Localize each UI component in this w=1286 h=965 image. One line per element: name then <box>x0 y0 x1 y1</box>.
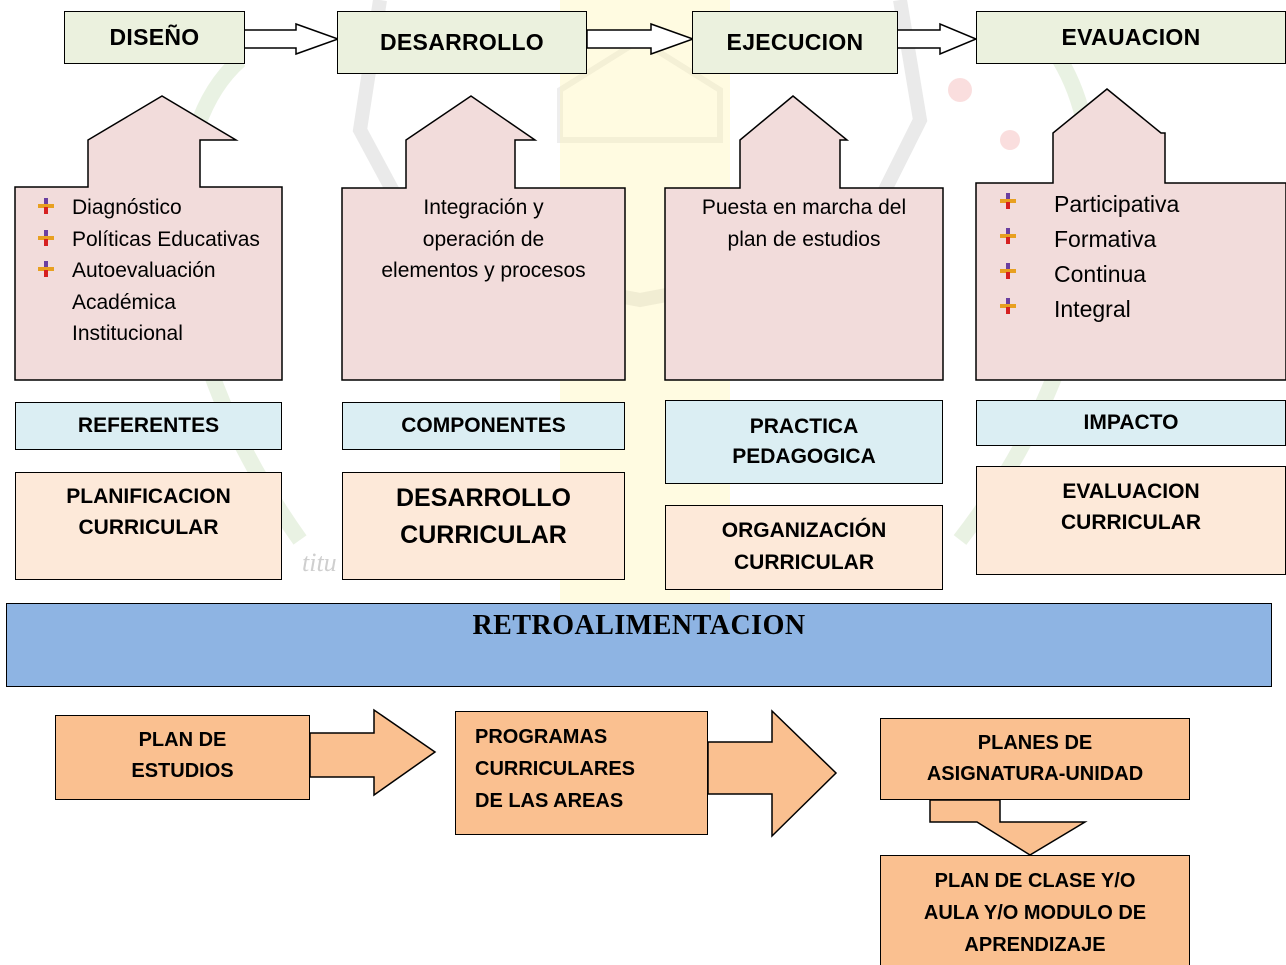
flow-programas-line: CURRICULARES <box>475 758 635 780</box>
stage-evaluacion: EVAUACION <box>976 11 1286 64</box>
flow-planes-line: ASIGNATURA-UNIDAD <box>926 763 1144 785</box>
label-referentes: REFERENTES <box>15 402 282 450</box>
evaluacion-item-label: Continua <box>1054 261 1147 287</box>
desarrollo-curricular: DESARROLLO CURRICULAR <box>342 472 625 580</box>
flow-planes-line: PLANES DE <box>977 732 1093 754</box>
diseno-item-label: Autoevaluación <box>72 259 216 282</box>
label-componentes-text: COMPONENTES <box>401 413 566 437</box>
retroalimentacion-title: RETROALIMENTACION <box>472 610 806 641</box>
evaluacion-item-label: Integral <box>1054 296 1131 322</box>
stage-diseno: DISEÑO <box>64 11 245 64</box>
arrow-ejecucion-evaluacion <box>896 22 978 56</box>
desarrollo-cur-line: DESARROLLO <box>396 484 571 512</box>
flow-planes-asignatura: PLANES DE ASIGNATURA-UNIDAD <box>880 718 1190 800</box>
ejecucion-desc-line: plan de estudios <box>727 227 881 251</box>
plus-bullet-icon <box>38 192 72 223</box>
flow-programas-line: DE LAS AREAS <box>475 790 624 812</box>
flow-plan-estudios-line: ESTUDIOS <box>131 760 234 782</box>
desarrollo-description: Integración y operación de elementos y p… <box>342 192 625 287</box>
stage-desarrollo-label: DESARROLLO <box>380 29 544 55</box>
flow-programas-line: PROGRAMAS <box>475 726 608 748</box>
flow-plan-clase: PLAN DE CLASE Y/O AULA Y/O MODULO DE APR… <box>880 855 1190 965</box>
planificacion-line: PLANIFICACION <box>66 485 231 508</box>
pentagon-desarrollo <box>341 95 626 381</box>
desarrollo-desc-line: elementos y procesos <box>381 259 586 282</box>
diseno-continuation-line: Institucional <box>72 322 183 345</box>
stage-ejecucion: EJECUCION <box>692 11 898 74</box>
pentagon-diseno <box>14 95 283 381</box>
planificacion-curricular: PLANIFICACION CURRICULAR <box>15 472 282 580</box>
evaluacion-cur-line: EVALUACION <box>1062 480 1200 503</box>
plus-bullet-icon <box>38 224 72 255</box>
plus-bullet-icon <box>1000 187 1054 218</box>
ejecucion-description: Puesta en marcha del plan de estudios <box>665 192 943 255</box>
list-item: Políticas Educativas <box>38 224 288 256</box>
desarrollo-desc-line: Integración y <box>423 196 544 219</box>
pentagon-evaluacion <box>975 88 1286 381</box>
plus-bullet-icon <box>1000 292 1054 323</box>
label-impacto: IMPACTO <box>976 400 1286 446</box>
organizacion-curricular: ORGANIZACIÓN CURRICULAR <box>665 505 943 590</box>
stage-evaluacion-label: EVAUACION <box>1061 24 1201 50</box>
ejecucion-desc-line: Puesta en marcha del <box>701 196 907 219</box>
list-item: Autoevaluación <box>38 255 288 287</box>
diseno-continuation: Académica Institucional <box>38 287 288 350</box>
evaluacion-cur-line: CURRICULAR <box>1061 511 1201 534</box>
flow-plan-estudios: PLAN DE ESTUDIOS <box>55 715 310 800</box>
flow-programas: PROGRAMAS CURRICULARES DE LAS AREAS <box>455 711 708 835</box>
arrow-desarrollo-ejecucion <box>586 22 696 56</box>
list-item: Diagnóstico <box>38 192 288 224</box>
retroalimentacion-banner: RETROALIMENTACION <box>6 603 1272 687</box>
diseno-item-label: Políticas Educativas <box>72 227 260 251</box>
desarrollo-desc-line: operación de <box>422 227 545 251</box>
stage-desarrollo: DESARROLLO <box>337 11 587 74</box>
evaluacion-item-label: Participativa <box>1054 191 1180 217</box>
evaluacion-item-label: Formativa <box>1054 226 1157 252</box>
flow-plan-clase-line: AULA Y/O MODULO DE <box>923 902 1147 924</box>
planificacion-line: CURRICULAR <box>78 516 219 539</box>
arrow-planes-clase <box>929 799 1088 856</box>
arrow-plan-programas <box>309 708 437 797</box>
label-practica: PRACTICA PEDAGOGICA <box>665 400 943 484</box>
label-referentes-text: REFERENTES <box>77 413 220 437</box>
evaluacion-list: Participativa Formativa Continua Integra… <box>1000 187 1280 327</box>
arrow-programas-planes <box>707 709 838 838</box>
stage-diseno-label: DISEÑO <box>109 24 200 50</box>
list-item: Integral <box>1000 292 1280 327</box>
flow-plan-clase-line: PLAN DE CLASE Y/O <box>934 870 1136 892</box>
label-componentes: COMPONENTES <box>342 402 625 450</box>
plus-bullet-icon <box>1000 257 1054 288</box>
plus-bullet-icon <box>38 255 72 286</box>
diseno-item-label: Diagnóstico <box>72 196 182 219</box>
organizacion-line: ORGANIZACIÓN <box>721 519 887 542</box>
label-impacto-text: IMPACTO <box>1083 410 1179 434</box>
evaluacion-curricular: EVALUACION CURRICULAR <box>976 466 1286 575</box>
pentagon-ejecucion <box>664 95 944 381</box>
stage-ejecucion-label: EJECUCION <box>726 29 864 55</box>
list-item: Participativa <box>1000 187 1280 222</box>
flow-plan-clase-line: APRENDIZAJE <box>964 934 1106 956</box>
arrow-diseno-desarrollo <box>243 22 341 56</box>
diseno-continuation-line: Académica <box>72 290 176 314</box>
list-item: Continua <box>1000 257 1280 292</box>
flow-plan-estudios-line: PLAN DE <box>138 729 227 751</box>
label-practica-line: PEDAGOGICA <box>732 445 876 468</box>
desarrollo-cur-line: CURRICULAR <box>400 521 567 549</box>
plus-bullet-icon <box>1000 222 1054 253</box>
diseno-list: Diagnóstico Políticas Educativas Autoeva… <box>38 192 288 350</box>
label-practica-line: PRACTICA <box>749 414 859 438</box>
list-item: Formativa <box>1000 222 1280 257</box>
organizacion-line: CURRICULAR <box>734 551 874 574</box>
